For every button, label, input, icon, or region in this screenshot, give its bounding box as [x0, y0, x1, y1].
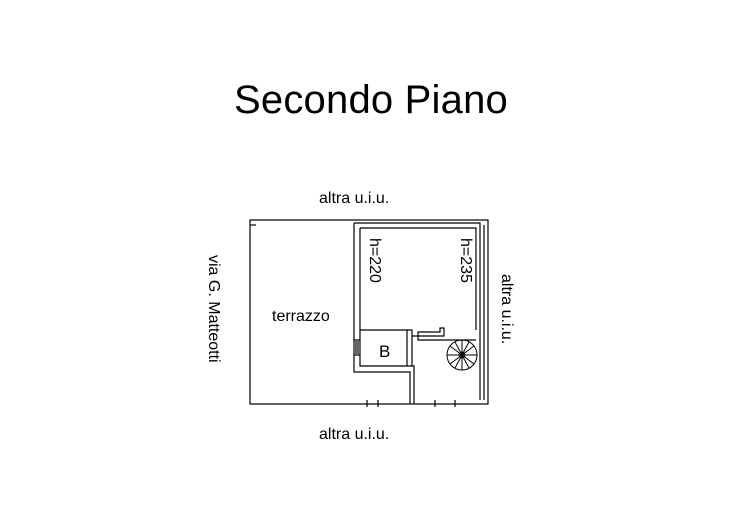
room-top-wall: [354, 222, 481, 330]
window-mark: [354, 339, 360, 356]
bathroom-wall-a: [360, 329, 408, 366]
label-top-neighbor: altra u.i.u.: [319, 190, 390, 207]
bathroom-wall-b: [407, 329, 413, 366]
label-bathroom: B: [379, 342, 391, 361]
room-wall-outer: [353, 223, 411, 404]
page-title: Secondo Piano: [234, 78, 508, 122]
label-terrace: terrazzo: [272, 308, 330, 325]
plan-walls: [249, 219, 489, 407]
label-bottom-neighbor: altra u.i.u.: [319, 426, 390, 443]
room-wall-inner: [359, 228, 415, 404]
bathroom-partition: [412, 327, 476, 341]
bottom-ticks: [366, 400, 456, 407]
outer-perimeter: [249, 219, 489, 405]
window-glass: [355, 341, 359, 354]
spiral-stair: [446, 339, 478, 371]
room-top-wall-inner: [360, 227, 477, 330]
